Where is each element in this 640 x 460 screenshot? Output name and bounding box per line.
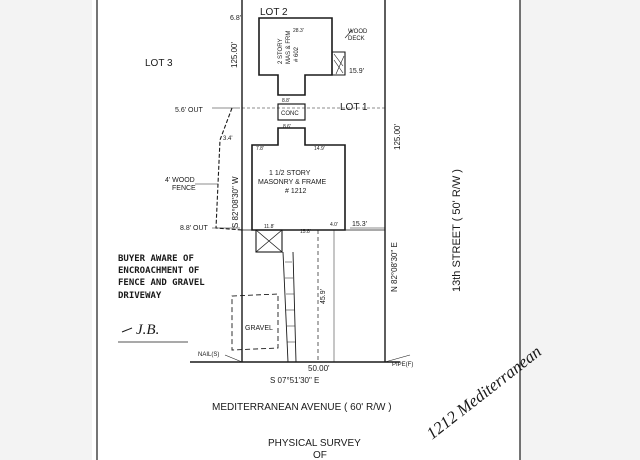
avenue-label: MEDITERRANEAN AVENUE ( 60' R/W ) [212, 402, 392, 413]
lot-2-label: LOT 2 [260, 7, 288, 18]
concrete-pad-outline [277, 103, 306, 121]
dim-28-3: 28.3' [293, 28, 304, 34]
fence-label-2: FENCE [172, 185, 196, 192]
walkway-stipple [285, 261, 296, 343]
dim-5-6-out: 5.6' OUT [175, 107, 204, 114]
house-label-1: 1 1/2 STORY [269, 170, 311, 177]
dim-8-6: 8.6' [283, 124, 291, 130]
dim-15-3: 15.3' [352, 221, 367, 228]
lot-1-label: LOT 1 [340, 102, 368, 113]
note-line-2: ENCROACHMENT OF [118, 266, 199, 276]
dim-45-9: 45.9' [320, 289, 327, 304]
two-story-label-3: # 602 [294, 46, 300, 62]
initials-stroke [121, 327, 133, 333]
wood-deck-label-1: WOOD [348, 29, 368, 35]
concrete-label: CONC [281, 111, 299, 117]
dim-125-right: 125.00' [393, 124, 402, 150]
leader-pipe [384, 354, 411, 363]
dim-50-00: 50.00' [308, 364, 330, 373]
dim-7-8: 7.8' [256, 146, 264, 152]
two-story-label-1: 2 STORY [278, 39, 284, 64]
physical-survey-of: OF [313, 450, 327, 460]
fence-label-1: 4' WOOD [165, 177, 195, 184]
walkway-lines [282, 251, 297, 363]
wood-deck-hatch [333, 53, 345, 75]
wood-deck-leader [344, 29, 353, 39]
wood-deck-outline [331, 51, 346, 76]
dim-8-8-out: 8.8' OUT [180, 225, 209, 232]
gravel-label: GRAVEL [245, 325, 273, 332]
dim-125-left: 125.00' [230, 42, 239, 68]
dim-15-9-deck: 15.9' [349, 68, 364, 75]
buyer-initials: J.B. [136, 322, 159, 338]
two-story-label-2: MAS & FRM [286, 31, 292, 64]
dim-15-8: 15.8' [300, 229, 311, 235]
porch-cross [255, 229, 283, 253]
wood-deck-label-2: DECK [348, 36, 365, 42]
nail-label: NAIL(S) [198, 352, 219, 358]
dim-3-4: 3.4' [223, 136, 233, 142]
dim-6-8: 6.8' [230, 15, 241, 22]
dim-11-8: 11.8' [264, 224, 274, 230]
two-story-building-outline [258, 17, 333, 96]
porch-box [255, 229, 283, 253]
bearing-right: N 82°08'30" E [390, 242, 399, 292]
pipe-label: PIPE(F) [392, 362, 413, 368]
lot-3-label: LOT 3 [145, 58, 173, 69]
dim-4-0: 4.0' [330, 222, 338, 228]
leader-nail [224, 354, 243, 363]
dim-8-8-top: 8.8' [282, 98, 290, 104]
house-label-2: MASONRY & FRAME [258, 179, 327, 186]
dim-14-9: 14.9' [314, 146, 325, 152]
note-line-1: BUYER AWARE OF [118, 254, 194, 264]
bearing-left: S 82°08'30" W [231, 176, 240, 228]
gravel-area-outline [231, 293, 279, 351]
bearing-bottom: S 07°51'30" E [270, 376, 319, 385]
street-label: 13th STREET ( 50' R/W ) [451, 169, 463, 292]
note-line-4: DRIVEWAY [118, 291, 162, 301]
house-label-3: # 1212 [285, 188, 307, 195]
physical-survey-title: PHYSICAL SURVEY [268, 438, 361, 449]
note-line-3: FENCE AND GRAVEL [118, 278, 205, 288]
main-house-outline [251, 127, 346, 231]
